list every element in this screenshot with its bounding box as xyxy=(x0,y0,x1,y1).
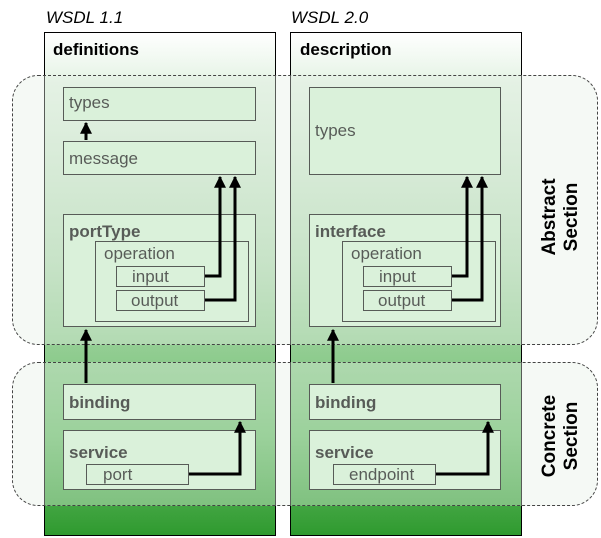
description-label: description xyxy=(300,40,392,59)
porttype-label: portType xyxy=(69,222,141,241)
wsdl11-operation-label: operation xyxy=(104,244,175,263)
wsdl11-binding-label: binding xyxy=(69,393,131,412)
wsdl11-types-box: types xyxy=(63,87,256,121)
wsdl20-input-to-types-arrow xyxy=(452,175,473,278)
port-label: port xyxy=(103,465,133,484)
endpoint-box: endpoint xyxy=(333,464,436,485)
wsdl11-output-label: output xyxy=(131,291,179,310)
wsdl20-output-label: output xyxy=(378,291,426,310)
endpoint-to-binding-arrow xyxy=(436,420,494,476)
wsdl11-output-box: output xyxy=(116,290,205,311)
message-label: message xyxy=(69,149,138,168)
wsdl11-input-box: input xyxy=(116,266,205,287)
wsdl20-types-label: types xyxy=(315,121,356,140)
wsdl11-input-to-message-arrow xyxy=(205,175,226,278)
abstract-section xyxy=(12,75,598,345)
interface-label: interface xyxy=(315,222,386,241)
wsdl20-title: WSDL 2.0 xyxy=(291,8,369,27)
wsdl11-title: WSDL 1.1 xyxy=(46,8,124,27)
wsdl20-input-label: input xyxy=(379,267,416,286)
wsdl20-types-box: types xyxy=(309,87,501,175)
wsdl20-output-to-types-arrow xyxy=(452,175,488,302)
concrete-section xyxy=(12,362,598,506)
wsdl20-output-box: output xyxy=(363,290,452,311)
wsdl20-input-box: input xyxy=(363,266,452,287)
definitions-label: definitions xyxy=(53,40,139,59)
endpoint-label: endpoint xyxy=(349,465,415,484)
wsdl20-binding-label: binding xyxy=(315,393,377,412)
port-to-binding-arrow xyxy=(189,420,246,476)
message-box: message xyxy=(63,141,256,175)
wsdl11-types-label: types xyxy=(69,93,110,112)
wsdl20-binding-box: binding xyxy=(309,384,501,420)
wsdl20-service-label: service xyxy=(315,443,374,462)
wsdl11-binding-box: binding xyxy=(63,384,256,420)
wsdl20-operation-label: operation xyxy=(351,244,422,263)
port-box: port xyxy=(86,464,189,485)
wsdl11-output-to-message-arrow xyxy=(205,175,241,302)
wsdl11-input-label: input xyxy=(132,267,169,286)
wsdl11-service-label: service xyxy=(69,443,128,462)
